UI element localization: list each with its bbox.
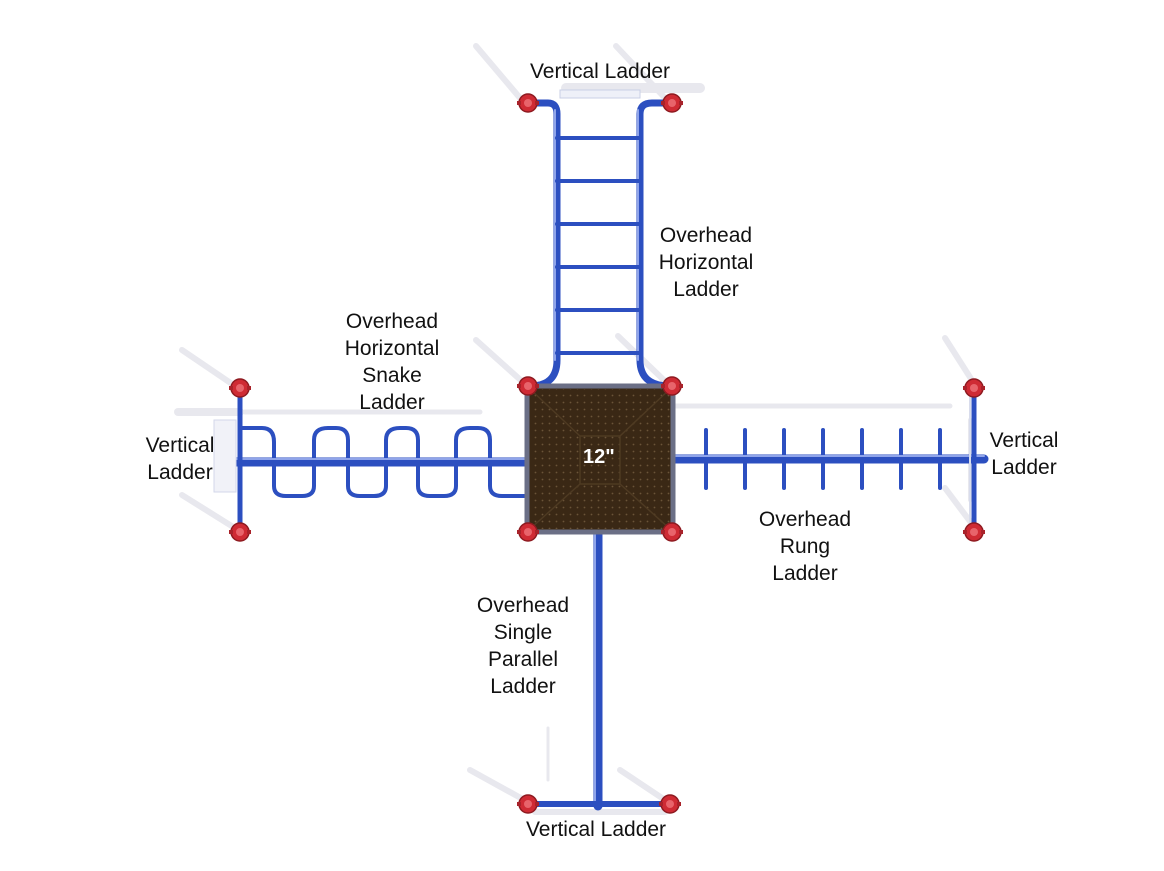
deck-height-label: 12" <box>583 446 615 468</box>
post-cap <box>661 522 683 542</box>
post-cap <box>963 522 985 542</box>
label-bottom-vertical-ladder: Vertical Ladder <box>525 818 667 841</box>
label-bottom-overhead-parallel-ladder: Overhead Single Parallel Ladder <box>476 594 570 698</box>
left-vertical-ladder <box>213 389 243 533</box>
top-vertical-ladder <box>559 89 641 99</box>
post-cap <box>661 376 683 396</box>
overhead-horizontal-ladder <box>524 99 676 390</box>
post-cap <box>659 794 681 814</box>
label-left-overhead-snake-ladder: Overhead Horizontal Snake Ladder <box>344 310 440 414</box>
label-right-vertical-ladder: Vertical Ladder <box>989 429 1059 479</box>
post-cap <box>517 93 539 113</box>
post-cap <box>661 93 683 113</box>
overhead-rung-ladder <box>659 428 989 490</box>
support-posts <box>229 93 985 814</box>
post-cap <box>229 378 251 398</box>
post-cap <box>517 794 539 814</box>
label-left-vertical-ladder: Vertical Ladder <box>145 434 215 484</box>
right-vertical-ladder <box>969 389 977 533</box>
overhead-single-parallel-ladder <box>527 523 673 811</box>
post-cap <box>517 376 539 396</box>
label-top-vertical-ladder: Vertical Ladder <box>529 60 671 83</box>
label-right-overhead-rung-ladder: Overhead Rung Ladder <box>758 508 852 585</box>
post-cap <box>517 522 539 542</box>
post-cap <box>963 378 985 398</box>
post-cap <box>229 522 251 542</box>
label-top-overhead-horizontal-ladder: Overhead Horizontal Ladder <box>658 224 754 301</box>
deck-platform <box>524 383 676 535</box>
overhead-horizontal-snake-ladder <box>231 426 535 498</box>
